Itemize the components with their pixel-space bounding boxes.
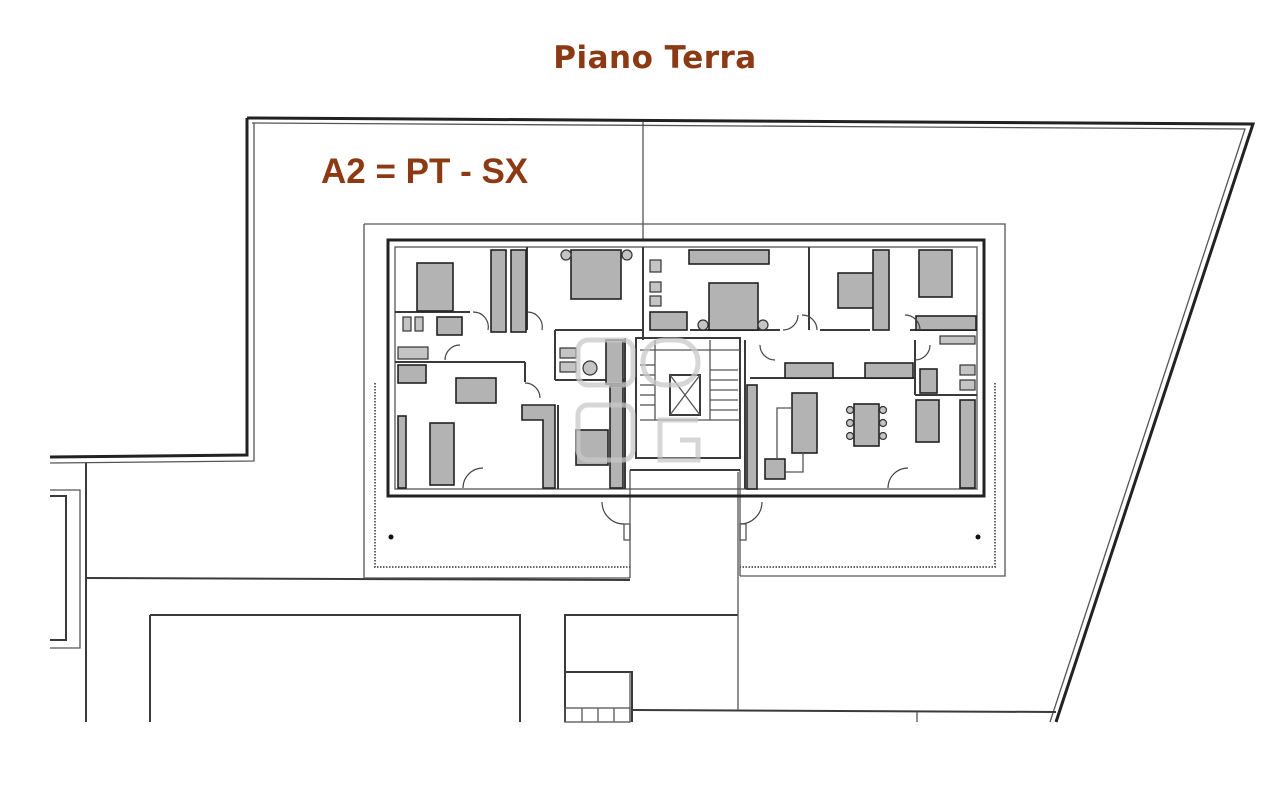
watermark-logo [575, 337, 701, 463]
right-apartment-furniture [688, 249, 977, 490]
sofa [429, 422, 455, 486]
lot-boundary [49, 116, 1256, 723]
double-bed [570, 249, 622, 300]
stair-core [640, 340, 740, 421]
sofa [791, 392, 818, 454]
building-terrace [363, 223, 1006, 579]
unit-label: A2 = PT - SX [321, 152, 529, 191]
left-structures [50, 463, 631, 722]
single-bed [416, 262, 454, 312]
single-bed [918, 249, 953, 298]
double-bed [708, 282, 759, 331]
wardrobe [510, 249, 527, 333]
floor-title: Piano Terra [553, 40, 757, 76]
doors [444, 311, 931, 541]
bottom-structures [564, 472, 1057, 723]
elevator [669, 374, 701, 416]
dining-table [853, 403, 880, 447]
dining-table [455, 377, 497, 404]
wardrobe [490, 249, 507, 333]
